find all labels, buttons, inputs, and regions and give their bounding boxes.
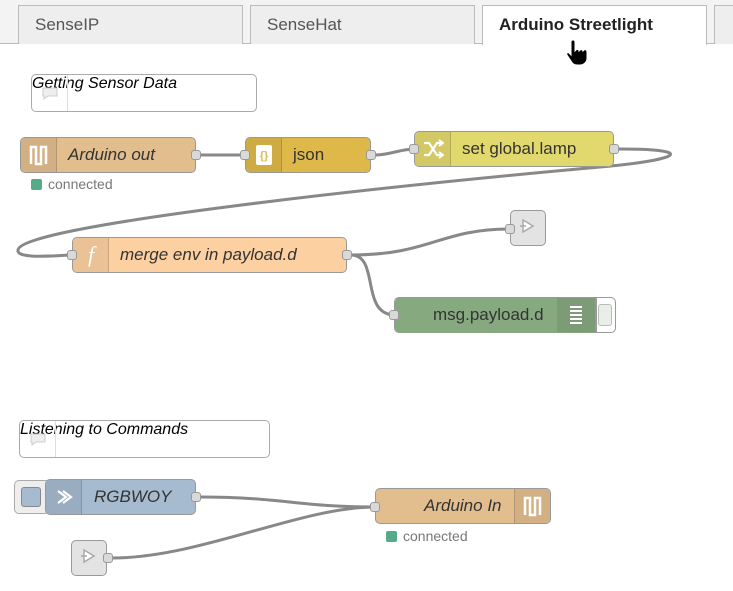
input-port[interactable]	[67, 250, 77, 260]
status-dot	[386, 530, 397, 542]
input-port[interactable]	[389, 310, 399, 320]
output-port[interactable]	[366, 150, 376, 160]
list-icon	[557, 298, 595, 332]
comment-node[interactable]: Getting Sensor Data	[31, 74, 257, 112]
wire	[350, 227, 511, 257]
wire	[111, 505, 376, 560]
change-node[interactable]: set global.lamp	[414, 131, 614, 167]
tab-sensehat[interactable]: SenseHat	[250, 5, 475, 44]
wire	[350, 253, 396, 317]
serial-out-node[interactable]: Arduino out	[20, 137, 196, 173]
status-dot	[31, 178, 42, 190]
node-label: RGBWOY	[94, 487, 172, 506]
hand-cursor-icon	[566, 39, 588, 65]
tab-senseip[interactable]: SenseIP	[18, 5, 243, 44]
svg-text:{}: {}	[259, 150, 268, 162]
input-port[interactable]	[409, 144, 419, 154]
node-label: merge env in payload.d	[120, 245, 297, 264]
shuffle-icon	[415, 132, 451, 166]
function-icon: f	[73, 238, 109, 272]
svg-text:f: f	[87, 243, 96, 267]
node-label: json	[293, 145, 325, 164]
link-in-icon	[79, 546, 99, 571]
debug-body	[395, 297, 597, 333]
flow-canvas[interactable]: Getting Sensor Data Arduino out connecte…	[0, 45, 733, 591]
output-port[interactable]	[103, 553, 113, 563]
comment-label: Listening to Commands	[20, 421, 189, 438]
tab-label: Arduino Streetlight	[499, 15, 653, 34]
inject-icon	[46, 480, 82, 514]
link-out-icon	[518, 216, 538, 241]
status-text: connected	[403, 528, 468, 544]
tab-label: SenseHat	[267, 15, 342, 34]
serial-in-node[interactable]: Arduino In	[375, 488, 551, 524]
workspace-tab-bar: SenseIP SenseHat Arduino Streetlight	[0, 0, 733, 45]
comment-node[interactable]: Listening to Commands	[19, 420, 270, 458]
tab-label: SenseIP	[35, 15, 100, 34]
link-out-node[interactable]	[510, 210, 546, 246]
status-badge: connected	[31, 176, 113, 192]
output-port[interactable]	[191, 492, 201, 502]
inject-button[interactable]	[14, 480, 50, 514]
output-port[interactable]	[191, 150, 201, 160]
output-port[interactable]	[342, 250, 352, 260]
node-label: set global.lamp	[462, 139, 577, 158]
tab-arduino-streetlight[interactable]: Arduino Streetlight	[482, 5, 707, 45]
debug-toggle-button[interactable]	[598, 304, 612, 326]
wire	[16, 147, 673, 258]
status-text: connected	[48, 176, 113, 192]
input-port[interactable]	[505, 224, 515, 234]
input-port[interactable]	[240, 150, 250, 160]
json-node[interactable]: {} json	[245, 137, 371, 173]
node-label: Arduino In	[424, 496, 502, 515]
serial-icon	[21, 138, 57, 172]
status-badge: connected	[386, 528, 468, 544]
comment-icon	[20, 421, 56, 457]
output-port[interactable]	[609, 144, 619, 154]
tab-overflow[interactable]	[714, 5, 733, 44]
wire	[199, 495, 376, 509]
link-in-node[interactable]	[71, 540, 107, 576]
wires	[16, 147, 673, 560]
debug-node[interactable]: msg.payload.d	[394, 297, 616, 333]
function-node[interactable]: f merge env in payload.d	[72, 237, 347, 273]
link-in-node[interactable]: RGBWOY	[45, 479, 196, 515]
json-icon: {}	[246, 138, 282, 172]
serial-icon	[514, 489, 550, 523]
node-label: msg.payload.d	[433, 305, 544, 324]
comment-label: Getting Sensor Data	[32, 75, 177, 92]
comment-icon	[32, 75, 68, 111]
node-label: Arduino out	[68, 145, 155, 164]
input-port[interactable]	[370, 502, 380, 512]
